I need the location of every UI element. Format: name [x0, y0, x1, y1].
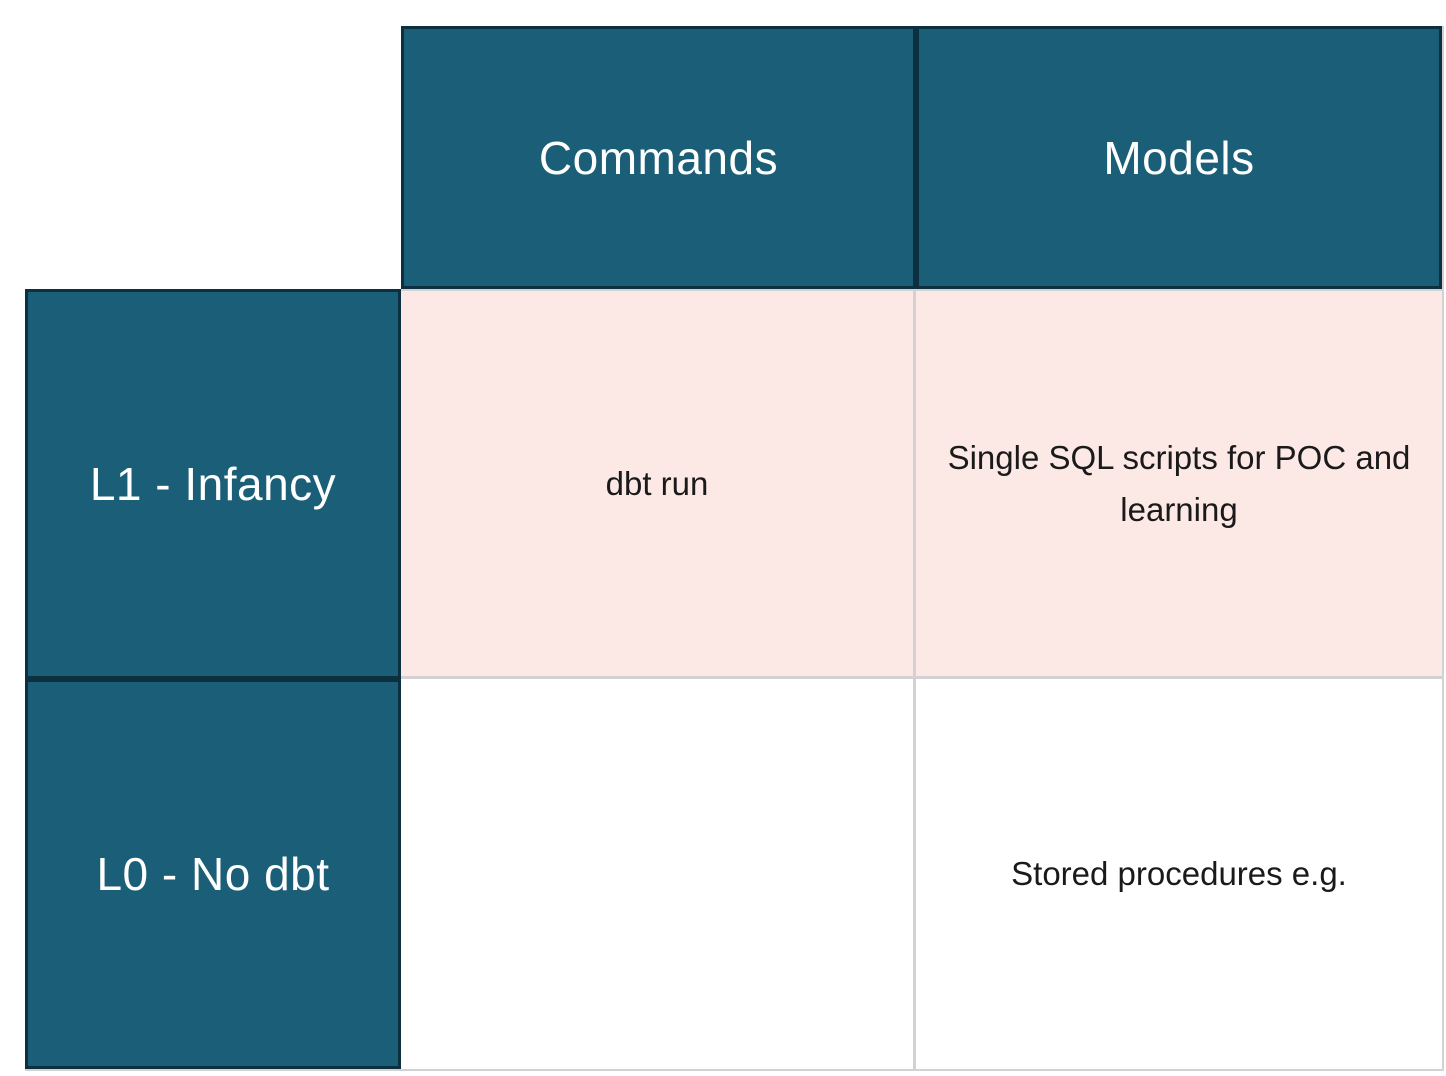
cell-l1-models-text: Single SQL scripts for POC and learning [947, 439, 1411, 528]
cell-l0-models-text: Stored procedures e.g. [1011, 855, 1347, 893]
row-header-l0-label: L0 - No dbt [96, 848, 330, 900]
corner-cell [25, 26, 401, 289]
column-header-models-label: Models [1103, 131, 1255, 184]
row-header-l1-label: L1 - Infancy [89, 458, 337, 510]
column-header-commands-label: Commands [538, 131, 779, 184]
column-header-commands: Commands [401, 26, 916, 289]
row-header-l0-no-dbt: L0 - No dbt [25, 679, 401, 1069]
cell-l1-models: Single SQL scripts for POC and learning [916, 289, 1442, 679]
cell-l0-models: Stored procedures e.g. [916, 679, 1442, 1069]
cell-l1-commands-text: dbt run [605, 464, 709, 502]
column-header-models: Models [916, 26, 1442, 289]
maturity-table: Commands Models L1 - Infancy dbt run Sin… [25, 26, 1444, 1071]
row-header-l1-infancy: L1 - Infancy [25, 289, 401, 679]
cell-l1-commands: dbt run [401, 289, 916, 679]
cell-l0-commands [401, 679, 916, 1069]
